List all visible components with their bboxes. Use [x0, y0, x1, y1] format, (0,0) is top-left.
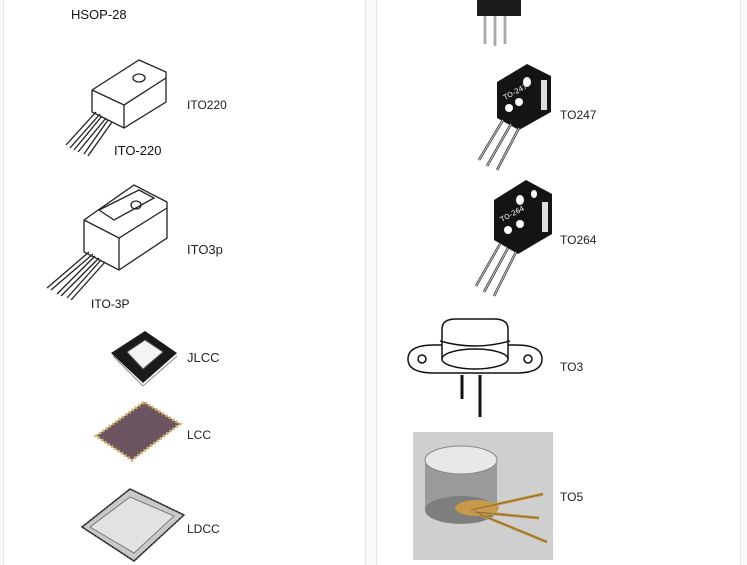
package-label-ito220: ITO220 [187, 98, 227, 112]
package-row-jlcc: JLCC [4, 325, 365, 395]
to3-package-icon [404, 315, 546, 420]
lcc-package-icon [92, 398, 184, 466]
package-row-to5: TO5 [377, 432, 740, 562]
to5-package-icon [413, 432, 553, 560]
to247-package-icon: TO-247 [467, 60, 557, 172]
package-row-ito3p: ITO-3P ITO3p [4, 180, 365, 315]
package-label-ito3p: ITO3p [187, 242, 223, 257]
package-row-ldcc: LDCC [4, 485, 365, 565]
jlcc-package-icon [107, 325, 182, 390]
package-row-to247: TO-247 TO247 [377, 60, 740, 175]
image-caption-ito220: ITO-220 [114, 143, 162, 158]
package-row-to264: TO-264 TO264 [377, 178, 740, 298]
image-caption-hsop28: HSOP-28 [71, 7, 127, 22]
ldcc-package-icon [78, 485, 188, 565]
package-row-to3: TO3 [377, 310, 740, 420]
right-package-column: TO-247 TO247 TO-264 [376, 0, 741, 565]
package-row-lcc: LCC [4, 398, 365, 473]
package-label-to247: TO247 [560, 108, 597, 122]
package-label-lcc: LCC [187, 428, 212, 442]
ito220-package-icon [54, 50, 179, 160]
package-label-to5: TO5 [560, 490, 584, 504]
package-label-to3: TO3 [560, 360, 584, 374]
package-row-to220 [377, 0, 740, 50]
to220-package-icon [473, 0, 533, 48]
package-row-hsop28: HSOP-28 [4, 0, 365, 30]
package-row-ito220: ITO-220 ITO220 [4, 40, 365, 170]
to264-package-icon: TO-264 [462, 178, 557, 298]
package-label-jlcc: JLCC [187, 350, 220, 365]
package-label-to264: TO264 [560, 233, 597, 247]
ito3p-package-icon [39, 180, 174, 300]
package-label-ldcc: LDCC [187, 522, 220, 536]
image-caption-ito3p: ITO-3P [91, 297, 130, 311]
left-package-column: HSOP-28 ITO-220 ITO220 [3, 0, 366, 565]
